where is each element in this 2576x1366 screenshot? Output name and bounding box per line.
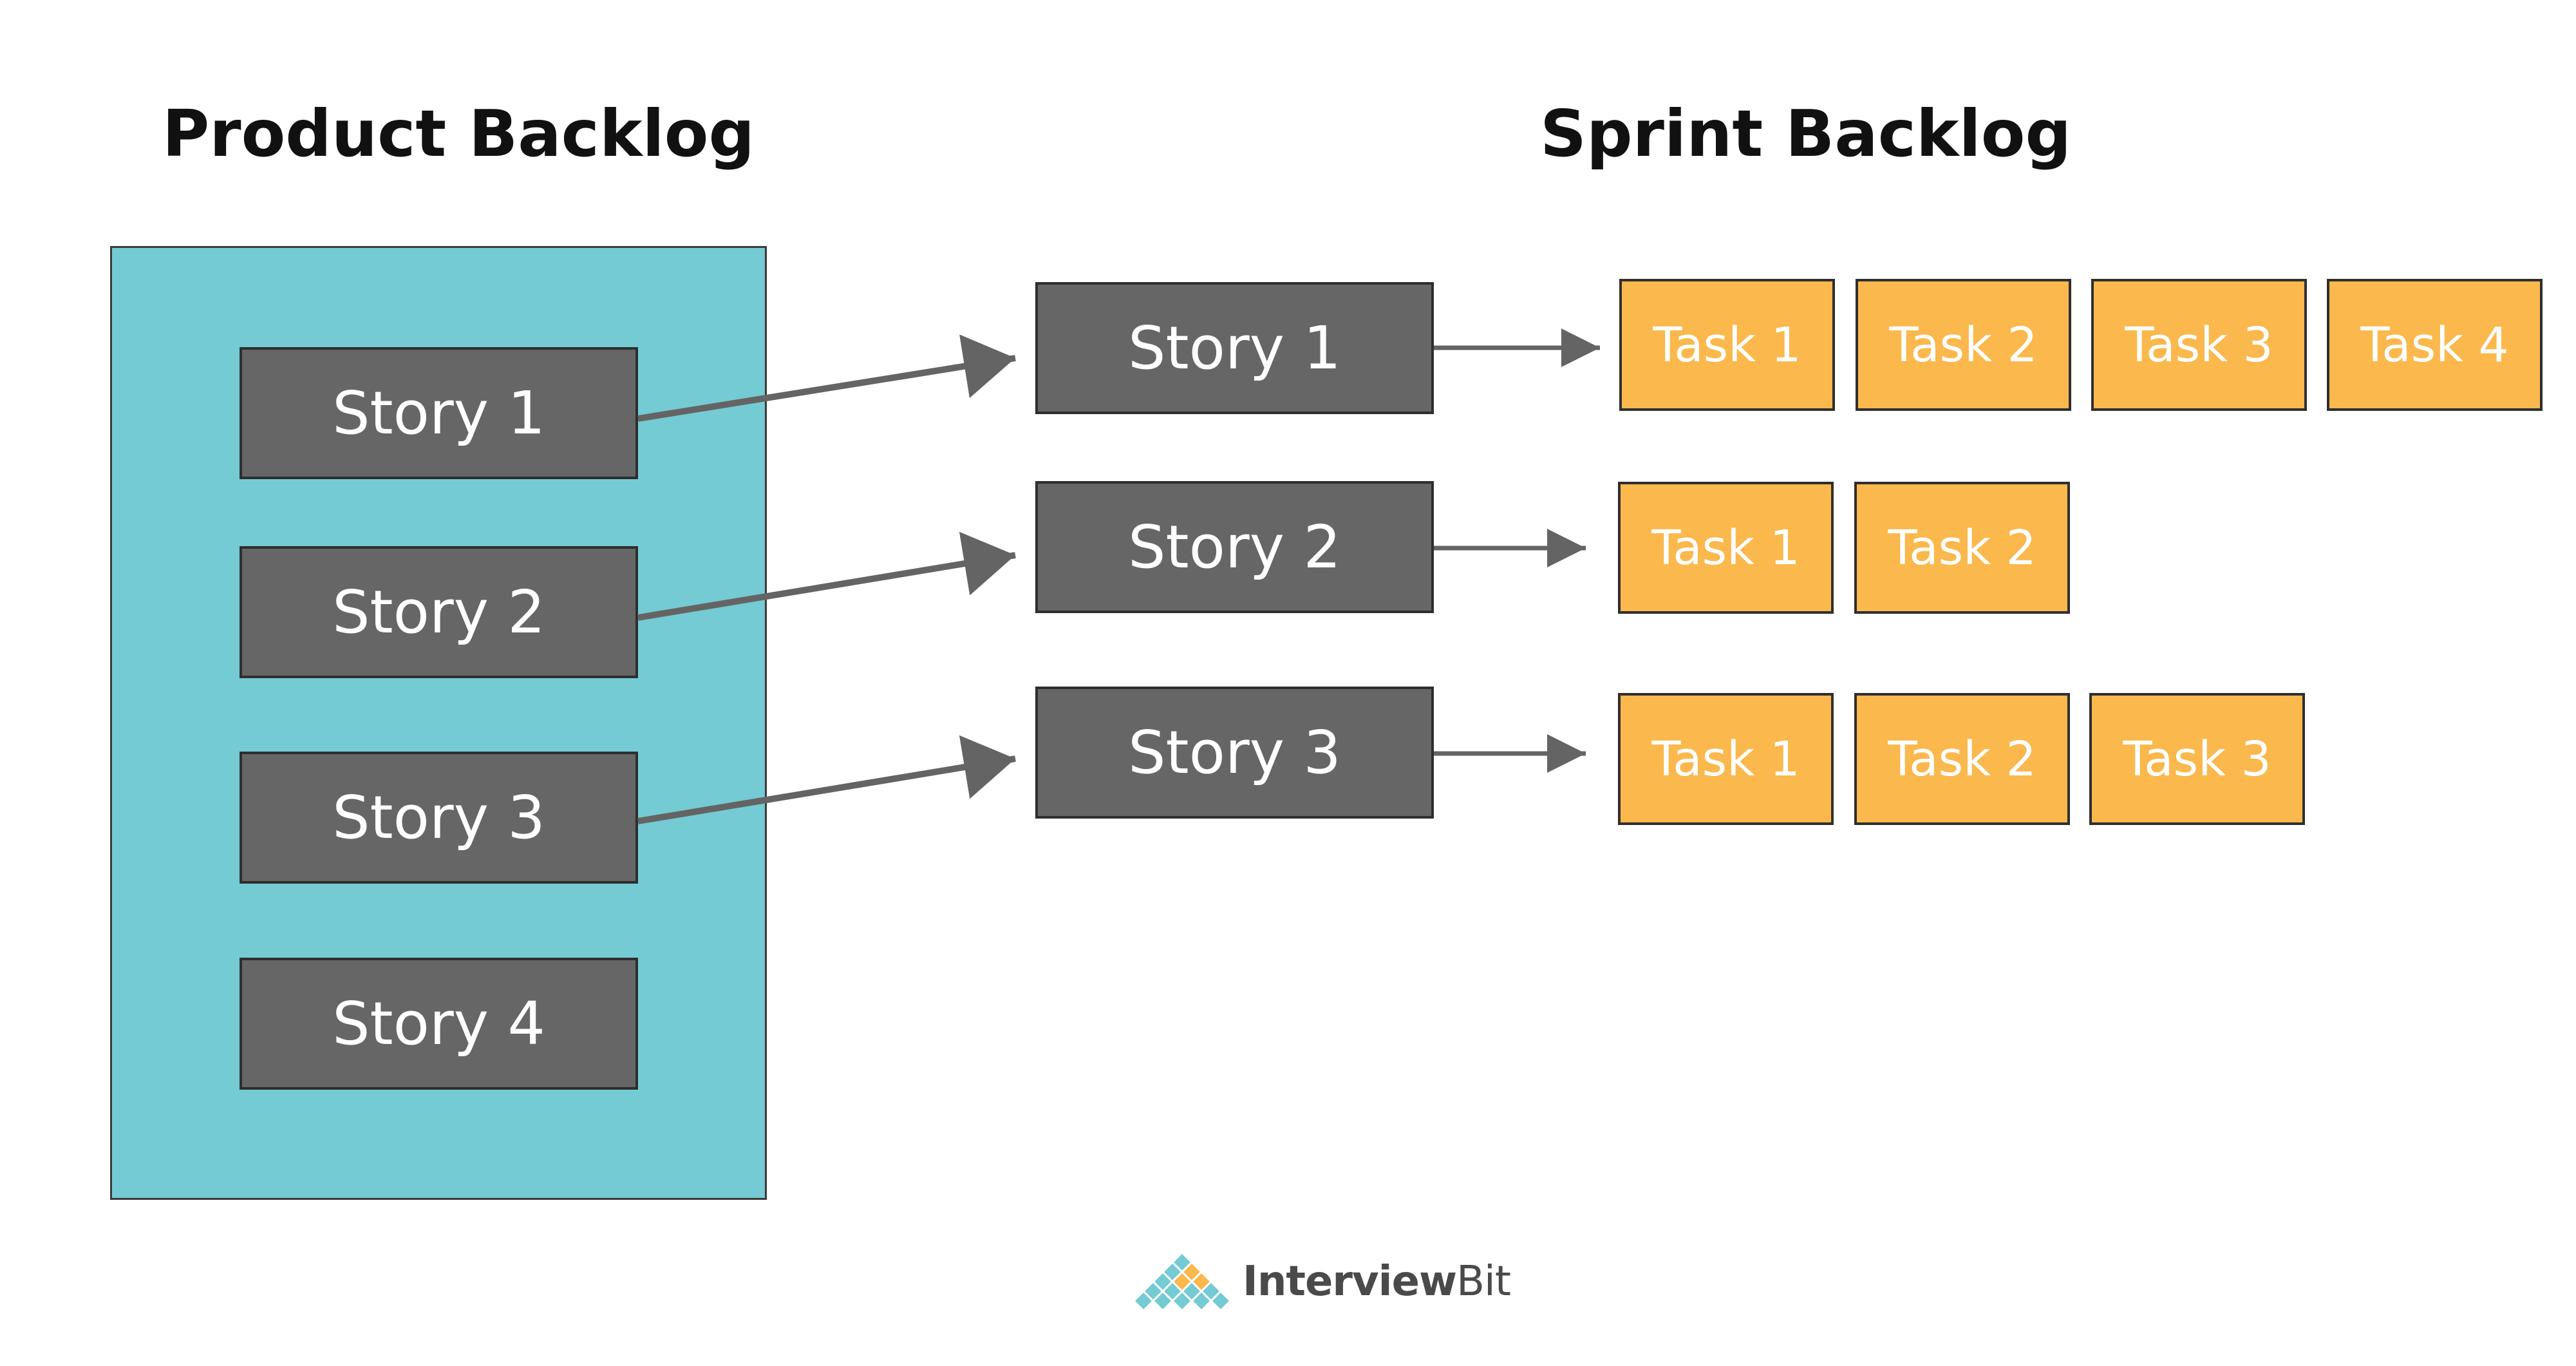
interviewbit-logo-icon [1132,1251,1232,1313]
logo-text-regular: Bit [1456,1258,1511,1305]
sprint-story-2-task-1: Task 1 [1618,482,1834,614]
sprint-story-3-task-1: Task 1 [1618,693,1834,825]
product-backlog-title: Product Backlog [162,96,755,171]
product-story-4: Story 4 [240,958,638,1090]
sprint-story-2-task-2: Task 2 [1854,482,2070,614]
arrow-product-story-1-to-sprint [637,334,1016,422]
sprint-story-3: Story 3 [1035,687,1434,819]
product-story-2: Story 2 [240,546,638,678]
logo-text-bold: Interview [1243,1258,1457,1305]
sprint-story-2: Story 2 [1035,481,1434,613]
arrow-product-story-2-to-sprint [637,531,1016,621]
sprint-story-1-task-2: Task 2 [1856,279,2071,411]
interviewbit-logo: InterviewBit [1131,1246,1511,1317]
arrow-product-story-3-to-sprint [637,735,1016,824]
sprint-story-1-task-1: Task 1 [1619,279,1835,411]
sprint-story-1-task-3: Task 3 [2091,279,2307,411]
product-story-1: Story 1 [240,347,638,479]
product-story-3: Story 3 [240,752,638,884]
sprint-story-1: Story 1 [1035,282,1434,414]
sprint-story-3-task-2: Task 2 [1854,693,2070,825]
sprint-story-1-task-4: Task 4 [2327,279,2543,411]
sprint-story-3-task-3: Task 3 [2089,693,2305,825]
sprint-backlog-title: Sprint Backlog [1540,96,2072,171]
interviewbit-logo-text: InterviewBit [1243,1258,1511,1305]
